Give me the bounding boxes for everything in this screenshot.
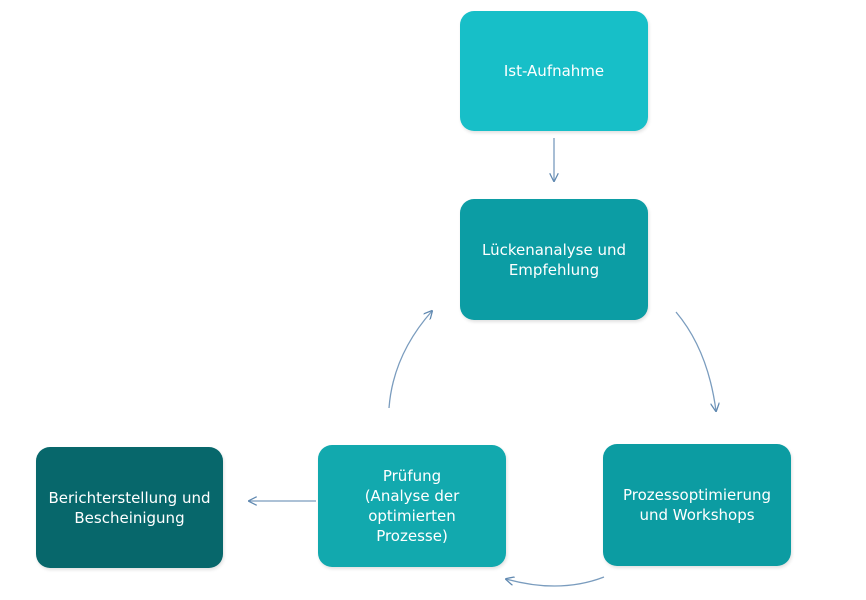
node-prozessoptimierung: Prozessoptimierung und Workshops [603, 444, 791, 566]
node-lueckenanalyse: Lückenanalyse und Empfehlung [460, 199, 648, 320]
edge-prozess-to-prufung [506, 577, 605, 587]
edge-lucken-to-prozess [675, 311, 716, 411]
edge-prufung-to-lucken [388, 311, 432, 409]
node-pruefung: Prüfung (Analyse der optimierten Prozess… [318, 445, 506, 567]
node-berichterstellung: Berichterstellung und Bescheinigung [36, 447, 223, 568]
node-ist-aufnahme: Ist-Aufnahme [460, 11, 648, 131]
